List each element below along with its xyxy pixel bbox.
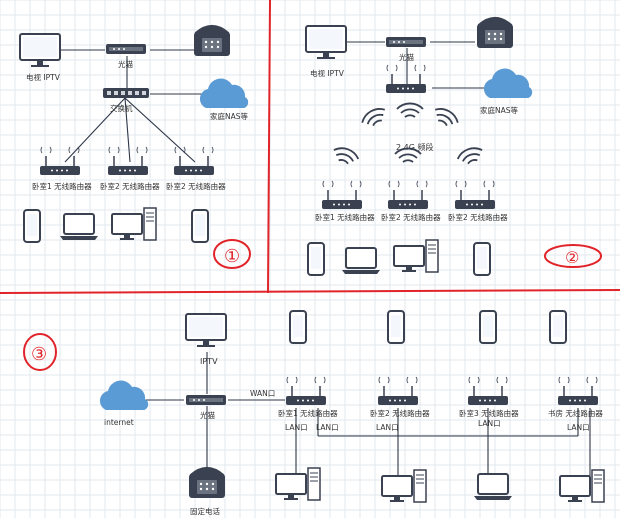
wifi-icon <box>454 143 486 168</box>
desktop-pc-icon <box>111 207 157 241</box>
desktop-pc-icon <box>559 469 605 503</box>
router-label: 卧室1 无线路由器 <box>278 408 338 418</box>
wifi-icon <box>358 103 390 131</box>
tv-label: 电视 IPTV <box>26 72 61 82</box>
router-label: 卧室2 无线路由器 <box>166 181 226 191</box>
mobile-icon <box>23 209 41 243</box>
mobile-icon <box>473 242 491 276</box>
internet-cloud-icon <box>99 380 149 410</box>
band-label: 2.4G 频段 <box>396 142 433 152</box>
laptop-icon <box>341 247 381 275</box>
mobile-icon <box>191 209 209 243</box>
switch-label: 交换机 <box>110 103 133 113</box>
wan-port-label: WAN口 <box>250 389 275 398</box>
modem-label: 光猫 <box>399 52 414 62</box>
router-label: 卧室2 无线路由器 <box>100 181 160 191</box>
panel-number-circle <box>23 333 57 371</box>
panel-1: 电视 IPTV 光猫 交换机 家庭NAS等 卧室1 无线路由器 卧室2 无线路由… <box>19 25 251 269</box>
router-icon <box>285 376 327 406</box>
router-label: 卧室3 无线路由器 <box>459 408 519 418</box>
horizontal-divider <box>0 289 620 294</box>
laptop-icon <box>59 213 99 241</box>
router-label: 书房 无线路由器 <box>548 408 603 418</box>
tv-label: 电视 IPTV <box>310 68 345 78</box>
panel-number-circle <box>544 244 602 268</box>
mobile-icon <box>549 310 567 344</box>
panel-number-circle <box>213 239 251 269</box>
wifi-icon <box>430 103 462 131</box>
tv-icon <box>185 313 227 348</box>
desktop-pc-icon <box>393 239 439 273</box>
nas-cloud-icon <box>199 78 249 108</box>
phone-icon <box>192 25 232 58</box>
vertical-divider <box>267 0 271 294</box>
router-label: 卧室2 无线路由器 <box>381 212 441 222</box>
switch-icon <box>103 88 149 98</box>
router-label: 卧室2 无线路由器 <box>448 212 508 222</box>
router-label: 卧室1 无线路由器 <box>32 181 92 191</box>
modem-icon <box>386 37 426 47</box>
lan-port-label: LAN口 <box>316 423 339 432</box>
nas-label: 家庭NAS等 <box>480 105 519 115</box>
router-icon <box>377 376 419 406</box>
lan-port-label: LAN口 <box>285 423 308 432</box>
internet-label: internet <box>104 418 134 427</box>
modem-icon <box>106 44 146 54</box>
modem-icon <box>186 395 226 405</box>
lan-port-label: LAN口 <box>567 423 590 432</box>
router-icon <box>467 376 509 406</box>
phone-label: 固定电话 <box>190 506 220 516</box>
panel-number: ① <box>224 246 240 267</box>
router-icon <box>557 376 599 406</box>
desktop-pc-icon <box>381 469 427 503</box>
tv-label: IPTV <box>200 357 218 366</box>
modem-label: 光猫 <box>200 410 215 420</box>
panel-2: 电视 IPTV 光猫 家庭NAS等 2.4G 频段 卧室1 无线路由器 卧室2 … <box>305 17 602 276</box>
tv-icon <box>19 33 61 68</box>
mobile-icon <box>479 310 497 344</box>
panel-number: ② <box>565 248 579 267</box>
router-label: 卧室2 无线路由器 <box>370 408 430 418</box>
router-icon <box>107 146 149 176</box>
router-label: 卧室1 无线路由器 <box>315 212 375 222</box>
lan-port-label: LAN口 <box>478 419 501 428</box>
phone-icon <box>475 17 515 50</box>
lan-port-label: LAN口 <box>376 423 399 432</box>
laptop-icon <box>473 473 513 501</box>
mobile-icon <box>387 310 405 344</box>
modem-label: 光猫 <box>118 59 133 69</box>
panel-3: IPTV internet 光猫 WAN口 卧室1 无线路由器 卧室2 无线路由… <box>23 310 605 516</box>
tv-icon <box>305 25 347 60</box>
mobile-icon <box>307 242 325 276</box>
panel-number: ③ <box>31 344 47 365</box>
nas-label: 家庭NAS等 <box>210 111 249 121</box>
wifi-icon <box>330 143 362 168</box>
mobile-icon <box>289 310 307 344</box>
phone-icon <box>187 467 227 500</box>
